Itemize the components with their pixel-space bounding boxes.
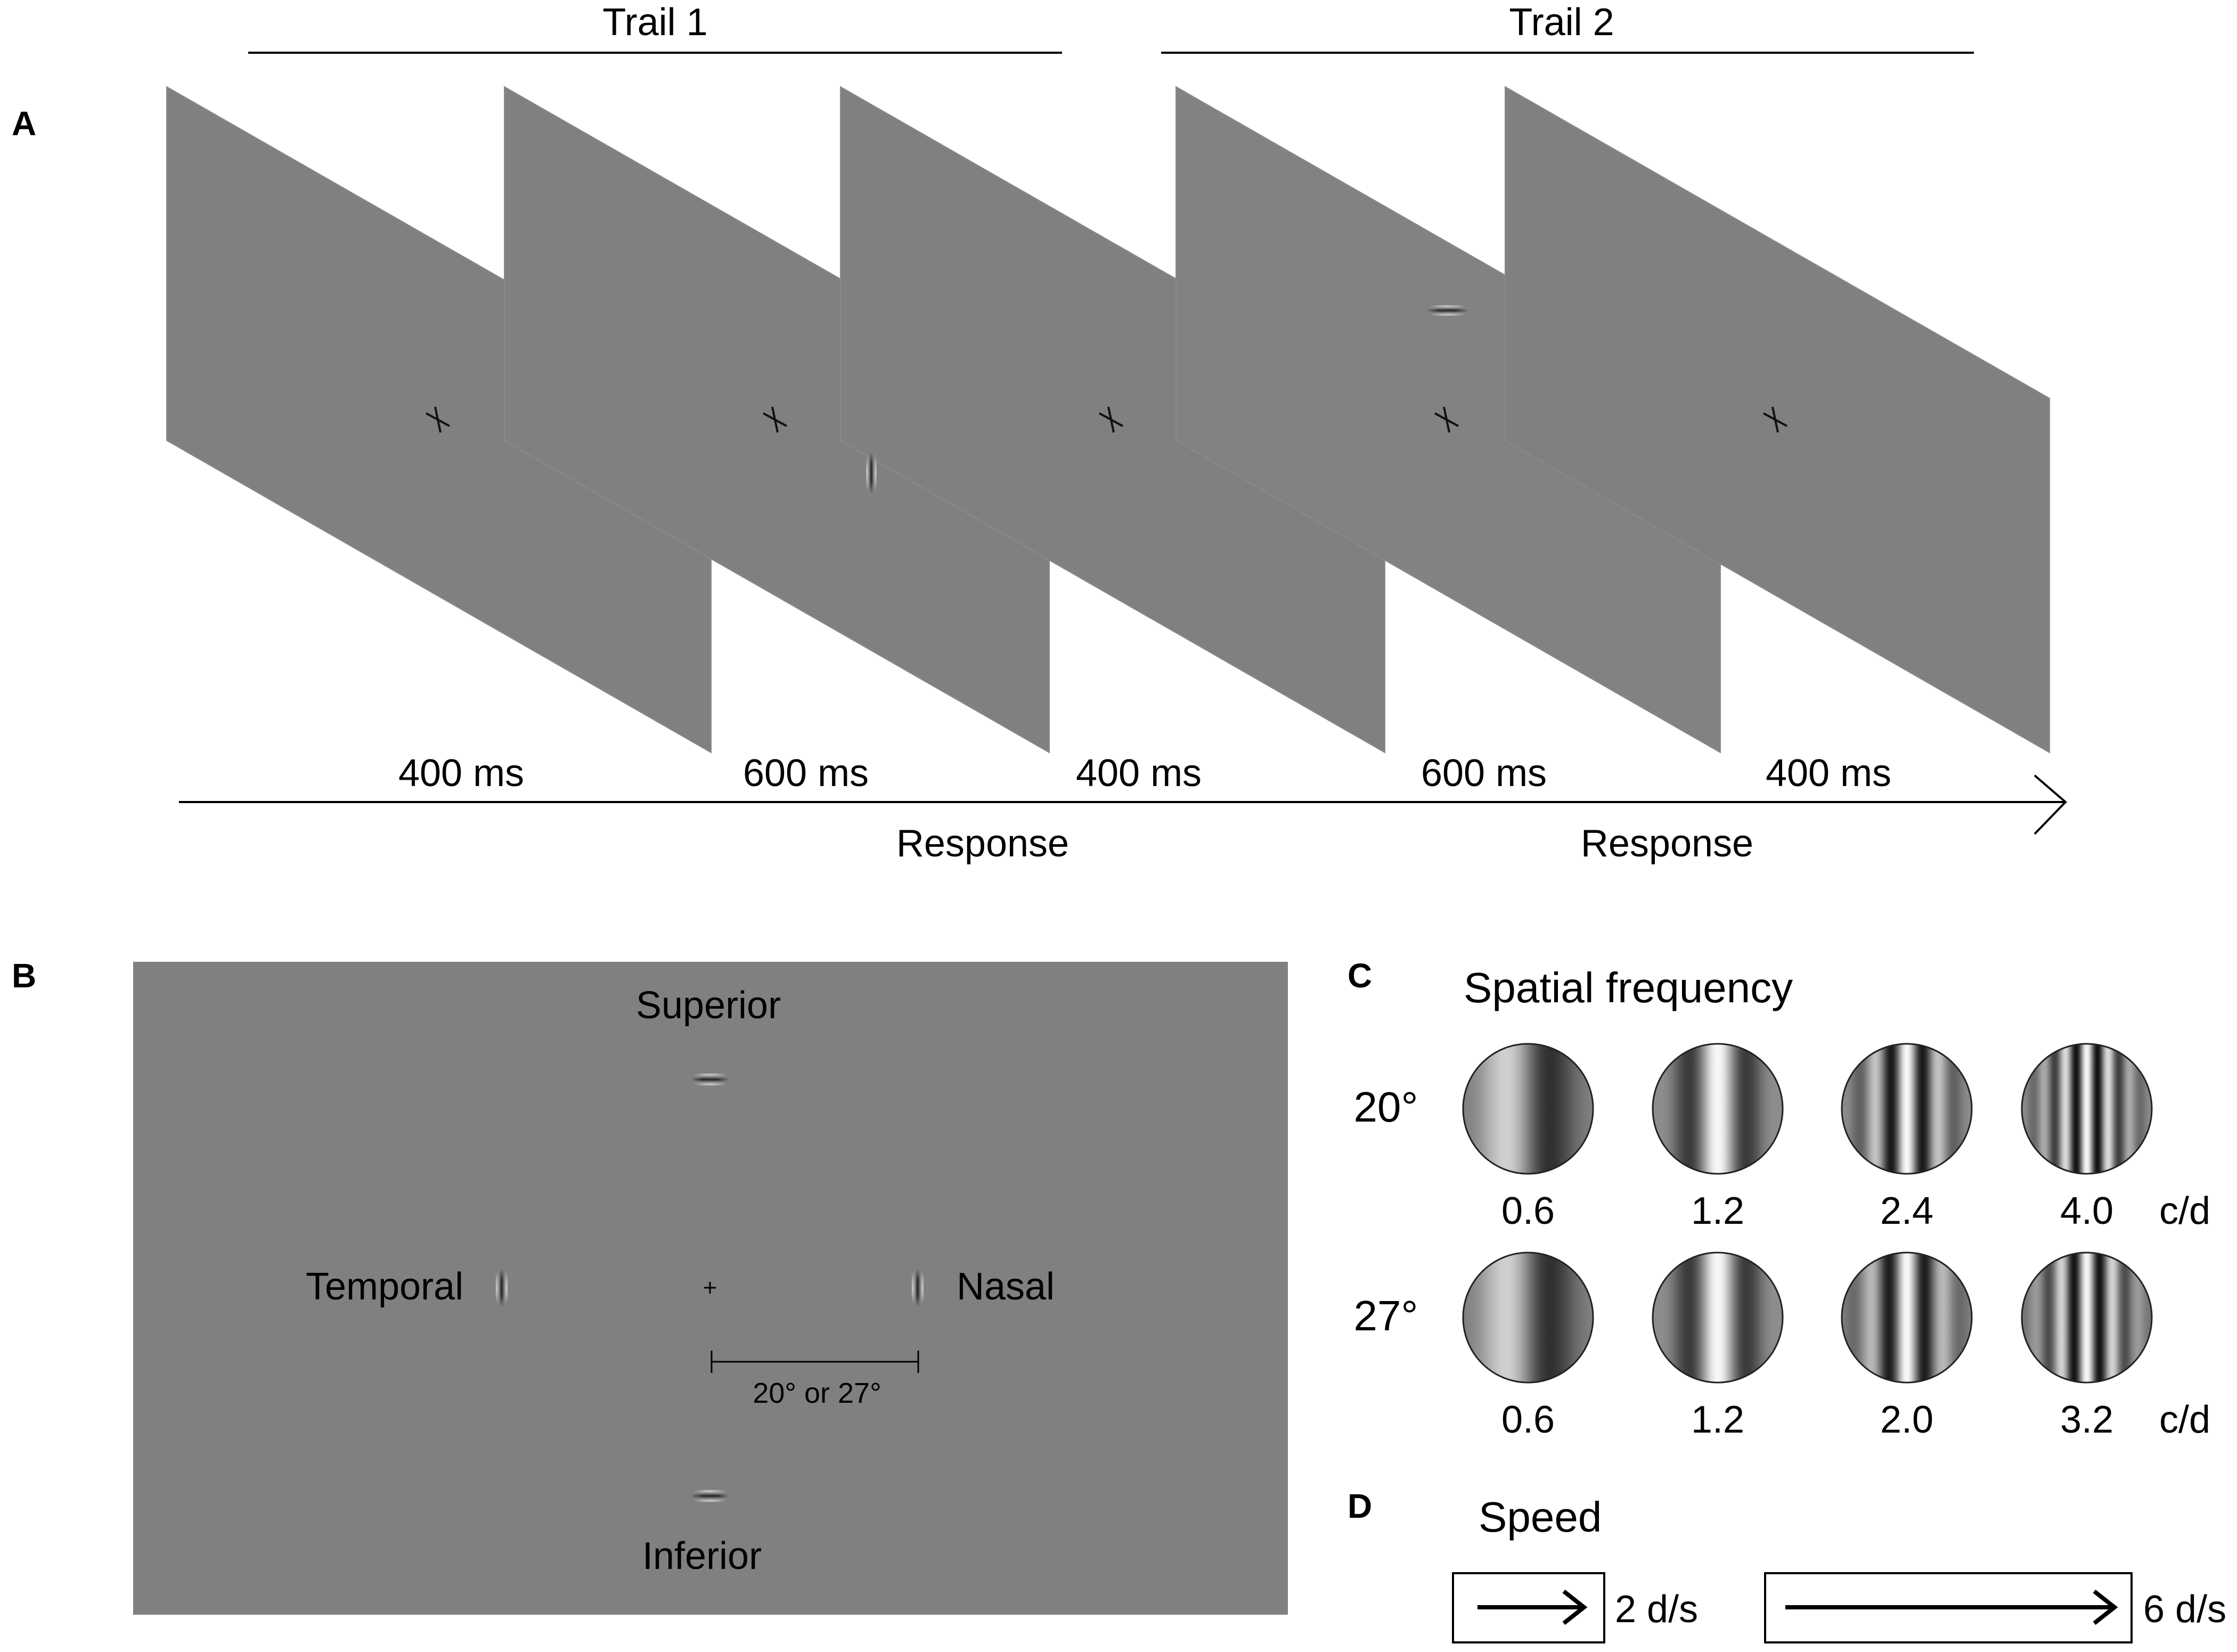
fixation-cross	[1763, 406, 1787, 433]
panel-letter-b: B	[12, 956, 36, 995]
gabor-nasal	[911, 1269, 924, 1306]
duration-label: 600 ms	[1421, 752, 1547, 795]
frequency-value: 3.2	[2060, 1399, 2113, 1441]
frequency-unit: c/d	[2159, 1190, 2210, 1232]
slow-speed-label: 2 d/s	[1615, 1588, 1698, 1631]
trial-1-label: Trail 1	[602, 1, 707, 44]
response-label: Response	[896, 822, 1069, 865]
duration-labels: 400 ms 600 ms 400 ms 600 ms 400 ms	[398, 752, 1891, 795]
duration-label: 400 ms	[1766, 752, 1891, 795]
gabor-temporal	[495, 1269, 508, 1306]
row-label-27: 27°	[1354, 1292, 1418, 1339]
fast-speed-label: 6 d/s	[2143, 1588, 2226, 1631]
gabor-stimulus-lower	[866, 453, 877, 493]
spatial-frequency-title: Spatial frequency	[1464, 964, 1793, 1011]
eccentricity-label: 20° or 27°	[753, 1377, 881, 1409]
fixation-cross	[1099, 406, 1123, 433]
temporal-label: Temporal	[306, 1265, 463, 1308]
grating-patch	[1462, 1043, 1594, 1175]
timeline-arrow	[179, 774, 2067, 835]
fixation-cross	[426, 406, 450, 433]
nasal-label: Nasal	[957, 1265, 1055, 1308]
inferior-label: Inferior	[642, 1535, 762, 1577]
fixation-cross	[1434, 406, 1459, 433]
grating-patch	[2021, 1252, 2153, 1384]
duration-label: 400 ms	[1076, 752, 1202, 795]
row-label-20: 20°	[1354, 1083, 1418, 1131]
gabor-stimulus-upper	[1427, 305, 1468, 316]
frequency-unit: c/d	[2159, 1399, 2210, 1441]
gabor-superior	[691, 1073, 729, 1086]
grating-patch	[1462, 1252, 1594, 1384]
duration-label: 600 ms	[743, 752, 869, 795]
frequency-values-row-2: 0.6 1.2 2.0 3.2 c/d	[1501, 1399, 2210, 1441]
frequency-value: 4.0	[2060, 1190, 2113, 1232]
trial-2-label: Trail 2	[1509, 1, 1614, 44]
response-label: Response	[1581, 822, 1753, 865]
panel-letter-a: A	[12, 104, 36, 143]
frequency-value: 1.2	[1691, 1399, 1744, 1441]
grating-grid	[1462, 1043, 2153, 1384]
grating-patch	[1652, 1043, 1784, 1175]
grating-patch	[1652, 1252, 1784, 1384]
fixation-crosses	[426, 406, 1787, 433]
grating-patch	[2021, 1043, 2153, 1175]
fixation-cross	[763, 406, 787, 433]
panel-letter-d: D	[1348, 1487, 1372, 1525]
frequency-values-row-1: 0.6 1.2 2.4 4.0 c/d	[1501, 1190, 2210, 1232]
panel-letter-c: C	[1348, 956, 1372, 995]
frequency-value: 1.2	[1691, 1190, 1744, 1232]
frequency-value: 0.6	[1501, 1399, 1555, 1441]
fast-speed-box	[1764, 1572, 2133, 1643]
slow-speed-box	[1452, 1572, 1605, 1643]
speed-title: Speed	[1479, 1493, 1602, 1541]
duration-label: 400 ms	[398, 752, 524, 795]
frequency-value: 2.0	[1880, 1399, 1933, 1441]
gabor-inferior	[691, 1490, 729, 1502]
eccentricity-scale-bar	[711, 1351, 919, 1373]
grating-patch	[1841, 1043, 1973, 1175]
grating-patch	[1841, 1252, 1973, 1384]
frequency-value: 0.6	[1501, 1190, 1555, 1232]
superior-label: Superior	[636, 984, 781, 1027]
fixation-cross-center	[704, 1282, 716, 1294]
frequency-value: 2.4	[1880, 1190, 1933, 1232]
screen-sequence	[166, 86, 2050, 754]
